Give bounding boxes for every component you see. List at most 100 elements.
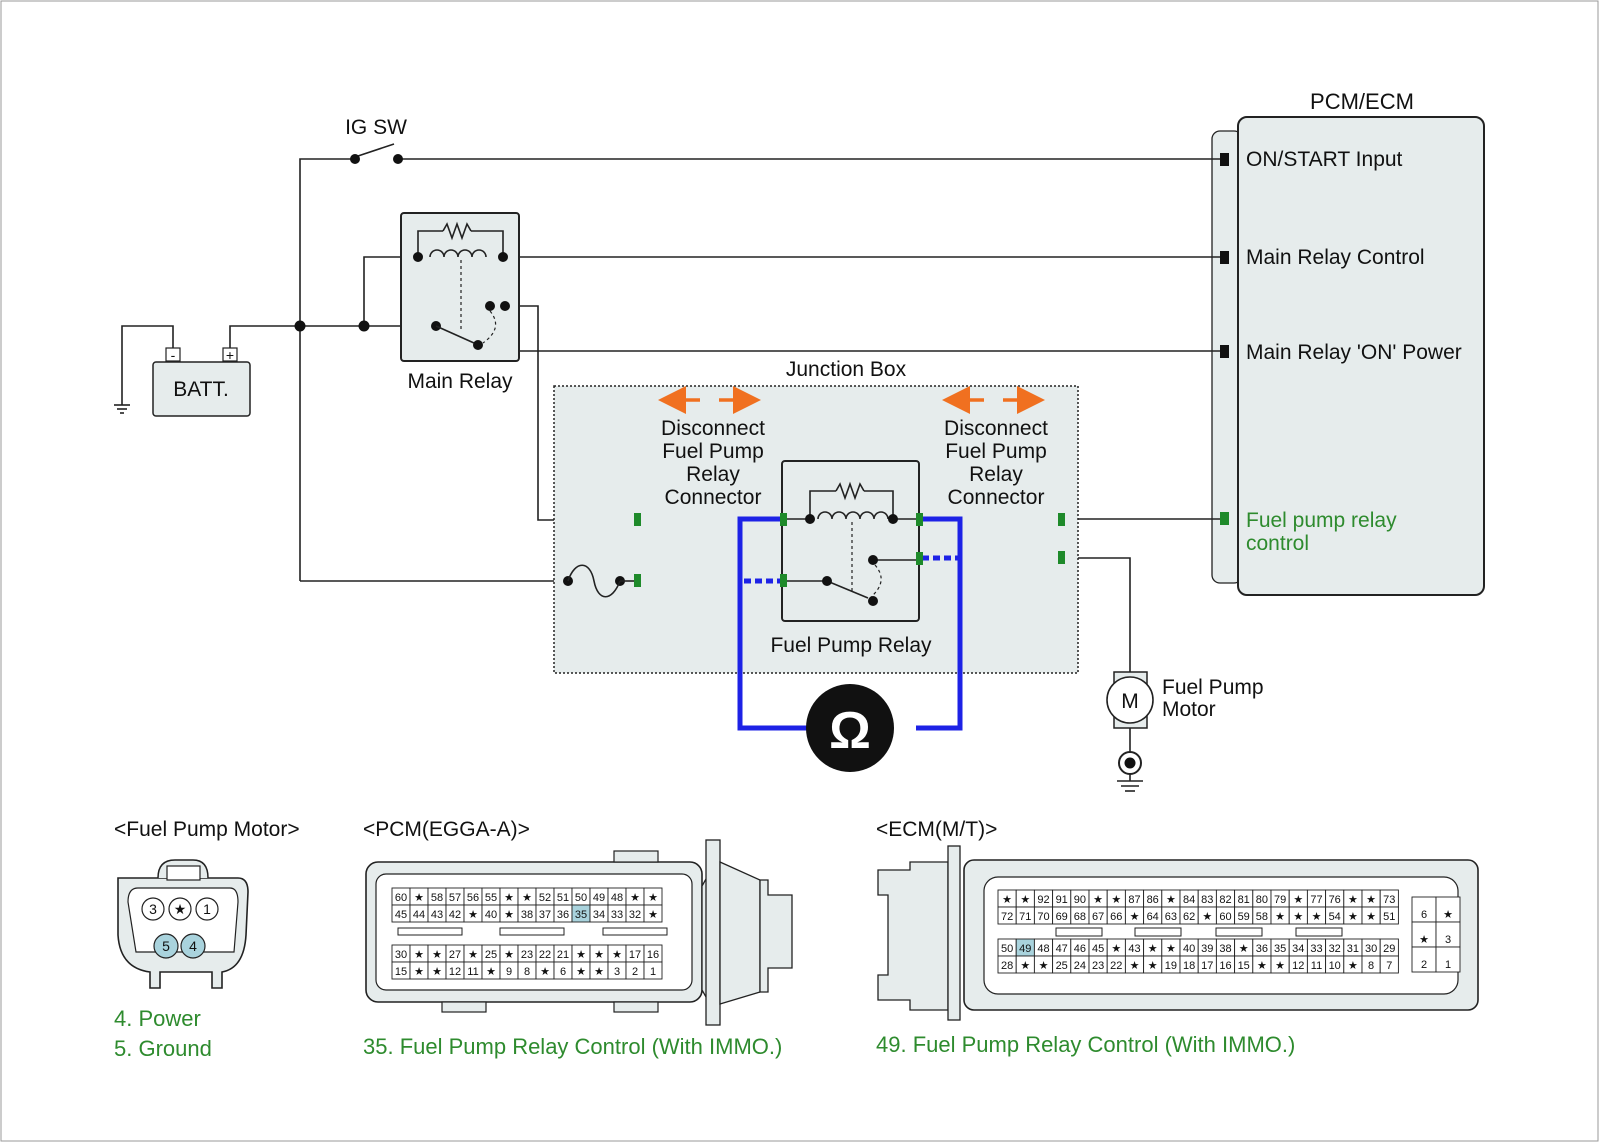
- ecm-pin-label: ★: [1202, 911, 1212, 923]
- ecm-pin-label: 54: [1329, 911, 1341, 923]
- ecm-pin-label: 82: [1219, 894, 1231, 906]
- ecm-pin-label: 92: [1037, 894, 1049, 906]
- pcm-pin-label: 15: [395, 966, 407, 978]
- pcm-label-main-relay-control: Main Relay Control: [1246, 246, 1425, 269]
- pcm-pin-label: ★: [594, 966, 604, 978]
- pcm-pin-label: 21: [557, 949, 569, 961]
- pcm-pin-label: 27: [449, 949, 461, 961]
- pcm-pin-label: 43: [431, 909, 443, 921]
- relay-pin-2: [780, 574, 787, 587]
- ecm-pin-label: 67: [1092, 911, 1104, 923]
- ecm-pin-label: 68: [1074, 911, 1086, 923]
- ecm-pin-label: ★: [1348, 911, 1358, 923]
- ecm-pin-label: ★: [1111, 943, 1121, 955]
- pcm-pin-label: 48: [611, 892, 623, 904]
- ecm-pin-label: 16: [1219, 960, 1231, 972]
- ecm-side-pin-label: 6: [1421, 909, 1427, 921]
- disconnect-right-line-2: Fuel Pump: [945, 440, 1047, 463]
- pcm-pin-label: 32: [629, 909, 641, 921]
- socket-pin-right-bottom: [1058, 551, 1065, 564]
- pcm-pin-label: 11: [467, 966, 478, 978]
- ecm-pin-label: 24: [1074, 960, 1086, 972]
- ecm-pin-label: ★: [1348, 894, 1358, 906]
- fpm-legend-ground: 5. Ground: [114, 1036, 212, 1061]
- pcm-pin-label: 51: [557, 892, 569, 904]
- pcm-pin-label: 6: [560, 966, 566, 978]
- pcm-pin-label: 33: [611, 909, 623, 921]
- ecm-pin-label: 79: [1274, 894, 1286, 906]
- ecm-pin-label: 71: [1019, 911, 1031, 923]
- disconnect-left-line-4: Connector: [665, 486, 762, 509]
- pcm-connector-legend: 35. Fuel Pump Relay Control (With IMMO.): [363, 1034, 782, 1059]
- pcm-pin-label: 35: [575, 909, 587, 921]
- ecm-pin-label: 63: [1165, 911, 1177, 923]
- pcm-pin-label: ★: [414, 892, 424, 904]
- ecm-pin-label: 59: [1238, 911, 1250, 923]
- ecm-pin-label: 32: [1329, 943, 1341, 955]
- main-relay-label: Main Relay: [407, 370, 513, 393]
- ecm-pin-label: ★: [1166, 894, 1176, 906]
- ecm-pin-label: 29: [1383, 943, 1395, 955]
- ecm-connector-legend: 49. Fuel Pump Relay Control (With IMMO.): [876, 1032, 1295, 1057]
- junction-dots: [294, 154, 403, 332]
- disconnect-right-line-4: Connector: [948, 486, 1045, 509]
- pcm-pin-label: 49: [593, 892, 605, 904]
- pcm-label-on-start: ON/START Input: [1246, 148, 1403, 171]
- ecm-pin-label: 46: [1074, 943, 1086, 955]
- fuel-pump-motor: M Fuel Pump Motor: [1106, 671, 1264, 792]
- battery: - + BATT.: [152, 347, 251, 417]
- ecm-pin-label: 7: [1386, 960, 1392, 972]
- ecm-pin-label: ★: [1093, 894, 1103, 906]
- fuel-pump-relay-label: Fuel Pump Relay: [770, 634, 932, 657]
- pcm-connector-title: <PCM(EGGA-A)>: [363, 818, 530, 841]
- ecm-pin-label: ★: [1293, 911, 1303, 923]
- motor-icon: [1106, 676, 1154, 724]
- pcm-pin-label: 22: [539, 949, 551, 961]
- ecm-pin-label: 84: [1183, 894, 1195, 906]
- ecm-pin-label: ★: [1130, 960, 1140, 972]
- pcm-pin-label: ★: [504, 949, 514, 961]
- ohmmeter-icon: [806, 684, 894, 772]
- battery-label: BATT.: [173, 378, 229, 401]
- ecm-pin-label: 48: [1037, 943, 1049, 955]
- pcm-pin-label: ★: [414, 949, 424, 961]
- ecm-pin-label: 73: [1383, 894, 1395, 906]
- pcm-pin-label: 45: [395, 909, 407, 921]
- ecm-pin-label: 17: [1201, 960, 1213, 972]
- ecm-pin-label: ★: [1275, 960, 1285, 972]
- ecm-pin-label: 40: [1183, 943, 1195, 955]
- pcm-pin-label: ★: [594, 949, 604, 961]
- fpm-pin-1: 1: [203, 901, 211, 917]
- pcm-pin-label: ★: [630, 892, 640, 904]
- ecm-pin-label: 64: [1147, 911, 1159, 923]
- pcm-pin-label: 34: [593, 909, 605, 921]
- ecm-pin-label: ★: [1275, 911, 1285, 923]
- ecm-pin-label: 35: [1274, 943, 1286, 955]
- ecm-pin-label: 60: [1219, 911, 1231, 923]
- ecm-pin-label: 81: [1238, 894, 1250, 906]
- ecm-pin-label: 33: [1310, 943, 1322, 955]
- ecm-connector-title: <ECM(M/T)>: [876, 818, 997, 841]
- pcm-pin-label: ★: [540, 966, 550, 978]
- fuel-pump-relay: Fuel Pump Relay: [770, 460, 932, 657]
- pcm-pin-label: ★: [504, 909, 514, 921]
- relay-pin-4: [916, 552, 923, 565]
- fuel-pump-motor-connector: <Fuel Pump Motor> 3 ★ 1 5 4 4. Power 5. …: [114, 818, 300, 1061]
- pcm-pin-label: 16: [647, 949, 659, 961]
- ecm-pin-label: ★: [1312, 911, 1322, 923]
- ecm-pin-label: 69: [1056, 911, 1068, 923]
- fuel-pump-motor-label-1: Fuel Pump: [1162, 676, 1264, 699]
- ecm-pin-label: ★: [1239, 943, 1249, 955]
- pcm-pin-label: 55: [485, 892, 497, 904]
- ecm-pin-cell: [1379, 955, 1399, 974]
- pcm-pin-label: 52: [539, 892, 551, 904]
- junction-box-label: Junction Box: [786, 358, 907, 381]
- pcm-pin-label: 36: [557, 909, 569, 921]
- pcm-pin-label: 17: [629, 949, 641, 961]
- pcm-pin-label: 40: [485, 909, 497, 921]
- ecm-pin-label: ★: [1002, 894, 1012, 906]
- pcm-pin-fuel-pump: [1220, 512, 1229, 525]
